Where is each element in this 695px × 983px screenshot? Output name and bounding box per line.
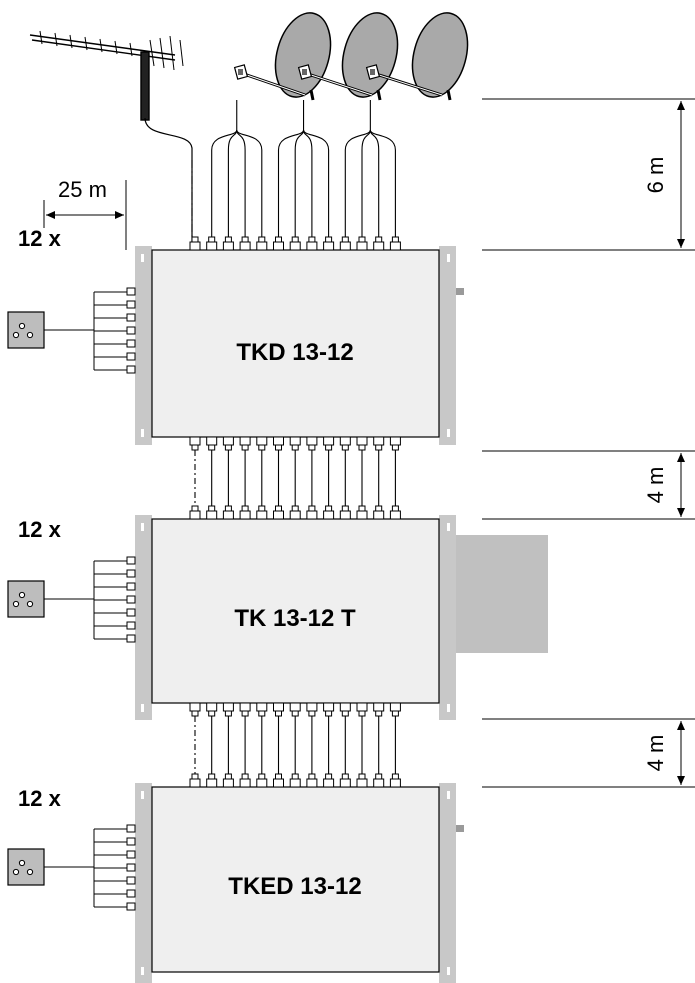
cable-connector-icon — [273, 436, 284, 451]
wall-outlet-icon — [7, 848, 45, 886]
cable-connector-icon — [189, 436, 201, 451]
cable-connector-icon — [206, 436, 218, 451]
cable-connector-icon — [273, 773, 284, 788]
cable-connector-icon — [189, 236, 201, 251]
outlet-port-group — [44, 556, 136, 643]
cable-connector-icon — [356, 702, 368, 717]
cable-connector-icon — [189, 505, 201, 520]
cable-connector-icon — [373, 236, 385, 251]
cable-connector-icon — [189, 702, 201, 717]
cable-connector-icon — [373, 773, 385, 788]
cable-connector-icon — [222, 505, 234, 520]
cable-connector-icon — [323, 436, 335, 451]
cable-connector-icon — [389, 702, 401, 717]
cable-connector-icon — [356, 505, 368, 520]
cable-connector-icon — [356, 236, 368, 251]
outlet-distance-label: 25 m — [58, 177, 107, 202]
cable-connector-icon — [373, 505, 385, 520]
cable-connector-icon — [339, 236, 351, 251]
cable-connector-icon — [239, 702, 251, 717]
mounting-bracket-left — [135, 783, 152, 983]
interconnect-cables — [194, 450, 396, 774]
multiswitch-module-2 — [7, 505, 456, 720]
multiswitch-module-3 — [7, 773, 464, 983]
cable-connector-icon — [273, 505, 284, 520]
cable-connector-icon — [206, 773, 218, 788]
cable-connector-icon — [256, 505, 268, 520]
cable-connector-icon — [306, 436, 318, 451]
satellite-dish-icon — [344, 12, 469, 250]
cable-connector-icon — [273, 702, 284, 717]
outlet-port-group — [44, 824, 136, 911]
cable-connector-icon — [323, 702, 335, 717]
cable-connector-icon — [339, 773, 351, 788]
cable-connector-icon — [339, 436, 351, 451]
cable-connector-icon — [239, 236, 251, 251]
cable-connector-icon — [239, 773, 251, 788]
cable-connector-icon — [306, 236, 318, 251]
satellite-dish-icon — [211, 12, 332, 250]
outlet-port-group — [44, 287, 136, 374]
module-label-1: TKD 13-12 — [236, 339, 353, 366]
cable-connector-icon — [339, 702, 351, 717]
outlet-count-3: 12 x — [18, 786, 62, 811]
cable-connector-icon — [373, 436, 385, 451]
cable-connector-icon — [389, 236, 401, 251]
cable-connector-icon — [389, 505, 401, 520]
cable-connector-icon — [206, 702, 218, 717]
cable-connector-icon — [222, 436, 234, 451]
cable-connector-icon — [239, 505, 251, 520]
cable-connector-icon — [189, 773, 201, 788]
cable-connector-icon — [222, 702, 234, 717]
outlet-count-1: 12 x — [18, 226, 62, 251]
cable-connector-icon — [339, 505, 351, 520]
cable-connector-icon — [289, 773, 301, 788]
cable-connector-icon — [306, 702, 318, 717]
multiswitch-module-1 — [7, 236, 464, 451]
dish-height-label: 6 m — [643, 157, 668, 194]
cable-connector-icon — [256, 236, 268, 251]
mounting-bracket-left — [135, 246, 152, 445]
mounting-bracket-right — [439, 783, 456, 983]
cable-connector-icon — [306, 773, 318, 788]
cable-connector-icon — [289, 505, 301, 520]
gap-2-label: 4 m — [643, 735, 668, 772]
cable-connector-icon — [222, 236, 234, 251]
module-label-2: TK 13-12 T — [234, 605, 356, 632]
cable-connector-icon — [289, 436, 301, 451]
terrestrial-antenna-icon — [29, 30, 193, 250]
cable-connector-icon — [306, 505, 318, 520]
wall-outlet-icon — [7, 580, 45, 618]
power-supply-unit — [456, 535, 548, 653]
gap-1-label: 4 m — [643, 467, 668, 504]
cable-connector-icon — [239, 436, 251, 451]
cable-connector-icon — [206, 505, 218, 520]
cable-connector-icon — [389, 773, 401, 788]
cable-connector-icon — [289, 702, 301, 717]
outlet-distance-dimension — [43, 180, 127, 250]
outlet-count-2: 12 x — [18, 517, 62, 542]
cable-connector-icon — [256, 773, 268, 788]
height-dimensions — [482, 98, 695, 788]
cable-connector-icon — [206, 236, 218, 251]
cable-connector-icon — [373, 702, 385, 717]
cable-connector-icon — [256, 702, 268, 717]
cable-connector-icon — [356, 773, 368, 788]
cable-connector-icon — [222, 773, 234, 788]
module-label-3: TKED 13-12 — [228, 873, 361, 900]
cable-connector-icon — [256, 436, 268, 451]
cable-connector-icon — [273, 236, 284, 251]
cable-connector-icon — [323, 505, 335, 520]
cable-connector-icon — [323, 236, 335, 251]
wall-outlet-icon — [7, 311, 45, 349]
cable-connector-icon — [356, 436, 368, 451]
cable-connector-icon — [323, 773, 335, 788]
mounting-bracket-left — [135, 515, 152, 720]
cable-connector-icon — [289, 236, 301, 251]
module-body — [151, 786, 440, 973]
mounting-bracket-right — [439, 246, 456, 445]
mounting-bracket-right — [439, 515, 456, 720]
cable-connector-icon — [389, 436, 401, 451]
